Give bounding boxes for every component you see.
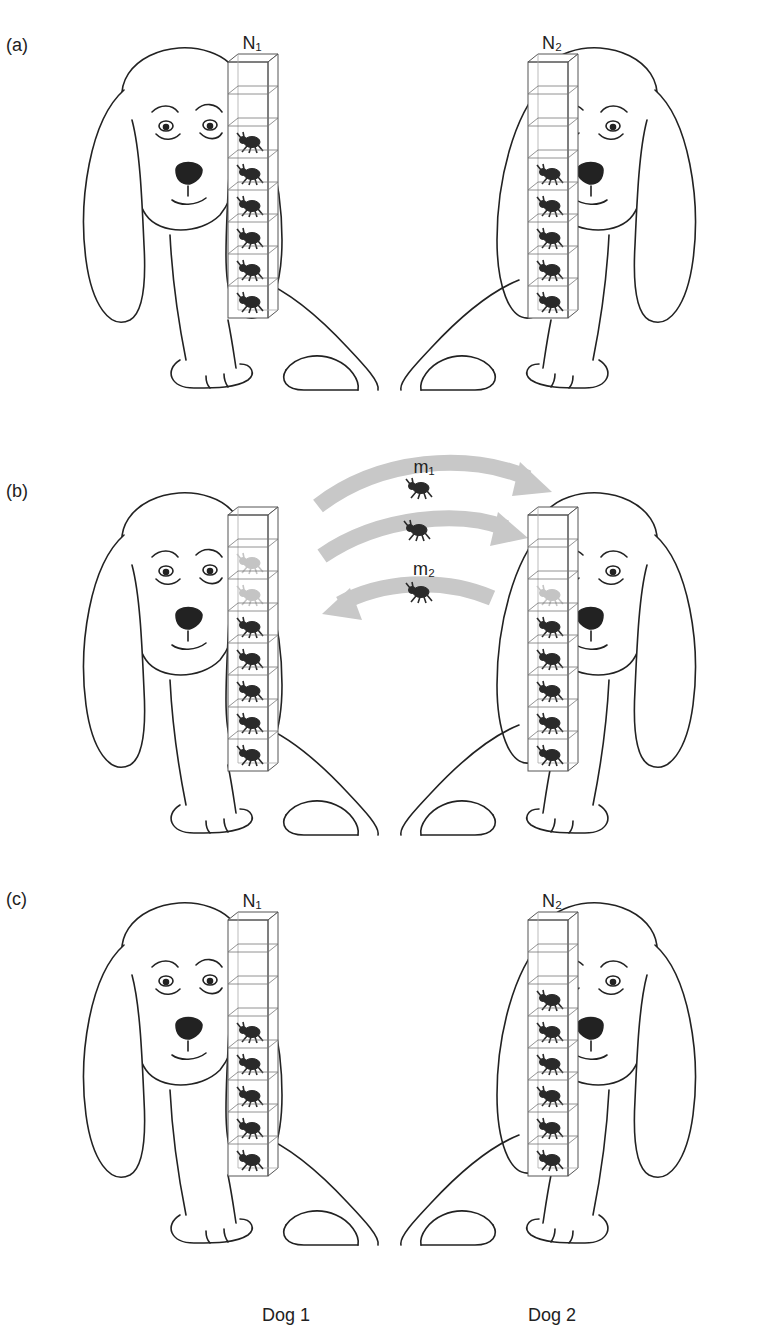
- flea: [237, 1150, 263, 1171]
- population-label: N₁: [242, 892, 261, 912]
- flea: [406, 582, 432, 603]
- migration-label: m₂: [413, 560, 435, 580]
- migration-label: m₁: [413, 458, 434, 478]
- flea-stack: [228, 912, 278, 1176]
- flea: [237, 292, 263, 313]
- flea: [537, 745, 563, 766]
- flea: [537, 292, 563, 313]
- flea-stack: [228, 507, 278, 771]
- population-label: N₂: [542, 892, 562, 912]
- dog-label: Dog 2: [528, 1306, 576, 1326]
- panel-label: (a): [6, 36, 28, 56]
- flea-stack: [528, 54, 578, 318]
- population-label: N₂: [542, 34, 562, 54]
- dog-label: Dog 1: [262, 1306, 310, 1326]
- panel-label: (b): [6, 482, 28, 502]
- flea: [406, 478, 432, 499]
- flea: [237, 745, 263, 766]
- panel-label: (c): [6, 890, 27, 910]
- population-label: N₁: [242, 34, 261, 54]
- flea-stack: [528, 912, 578, 1176]
- flea-stack: [228, 54, 278, 318]
- flea-stack: [528, 507, 578, 771]
- flea: [537, 1150, 563, 1171]
- flea: [404, 520, 430, 541]
